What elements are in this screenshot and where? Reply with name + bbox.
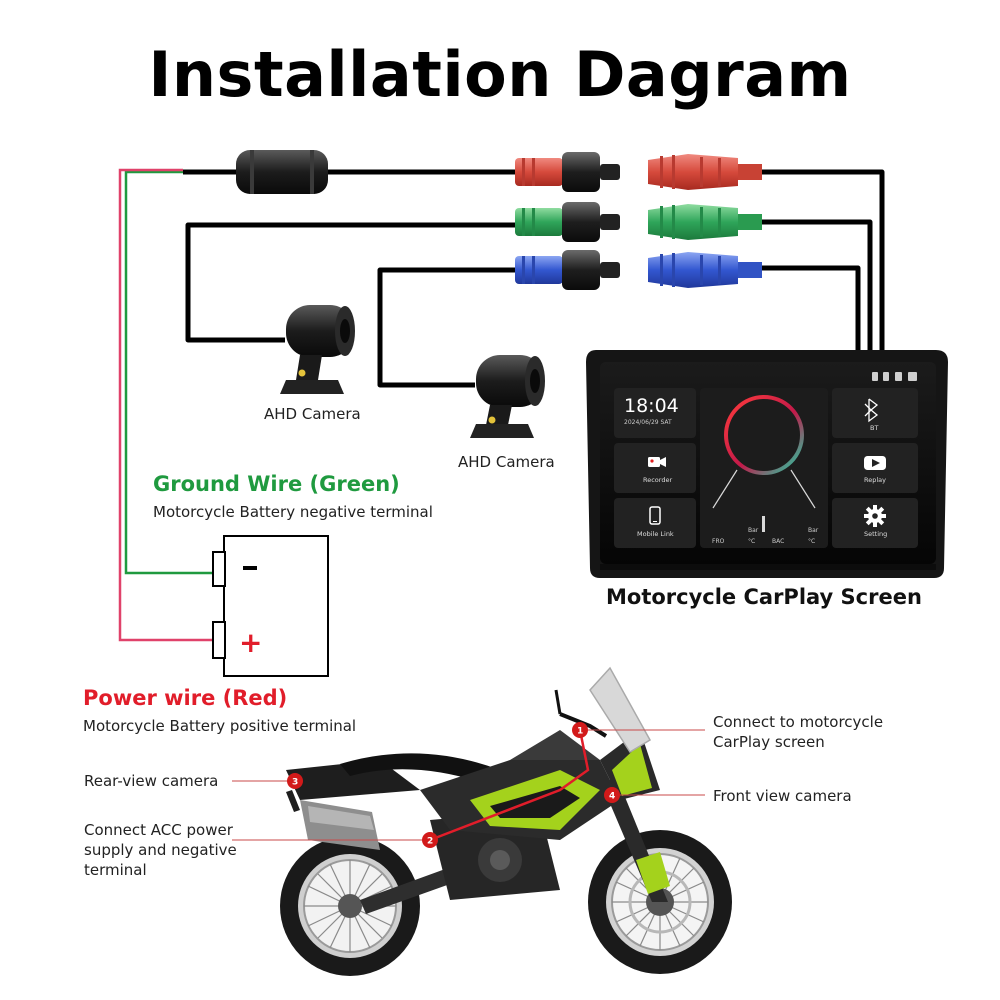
callout-2-text: Connect ACC power supply and negative te… (84, 821, 237, 879)
mobile-icon (649, 506, 661, 525)
ground-wire-desc: Motorcycle Battery negative terminal (153, 503, 433, 521)
tile-bt-label: BT (870, 424, 878, 432)
tile-replay-label: Replay (864, 476, 886, 484)
ahd-camera-right (470, 355, 545, 438)
ahd-camera-left (280, 305, 355, 394)
connector-green-female (515, 202, 620, 242)
gauge-c-right: °C (808, 538, 815, 545)
battery-wires (118, 168, 213, 642)
ahd-camera-right-label: AHD Camera (458, 453, 555, 471)
carplay-screen: 18:04 2024/06/29 SAT Recorder Mobile Lin… (586, 350, 948, 578)
callout-num-4: 4 (609, 792, 615, 802)
callout-marker-2: 2 (232, 832, 438, 848)
callout-num-2: 2 (427, 837, 433, 847)
power-wire-desc: Motorcycle Battery positive terminal (83, 717, 357, 735)
tile-mobile-link-label: Mobile Link (637, 530, 674, 538)
inline-module (236, 150, 328, 194)
tile-setting-label: Setting (864, 530, 887, 538)
gear-icon (864, 505, 886, 527)
screen-cable-red (760, 169, 885, 355)
recorder-icon (648, 457, 666, 467)
ground-wire-title: Ground Wire (Green) (153, 472, 400, 496)
gauge-bac: BAC (772, 538, 784, 545)
ground-wire (124, 170, 213, 575)
page-title: Installation Dagram (148, 38, 852, 111)
tile-recorder (614, 443, 696, 493)
screen-cable-blue (760, 265, 861, 355)
tile-gauge (700, 388, 828, 548)
replay-icon (864, 456, 886, 470)
battery: + (212, 535, 329, 677)
gauge-bar-left: Bar (748, 527, 759, 534)
connector-blue-male (648, 252, 762, 288)
tile-clock (614, 388, 696, 438)
gauge-c-left: °C (748, 538, 755, 545)
screen-cable-green (760, 219, 873, 355)
callout-num-1: 1 (577, 727, 583, 737)
tile-recorder-label: Recorder (643, 476, 672, 484)
gauge-bar-right: Bar (808, 527, 819, 534)
battery-minus-sign (243, 566, 257, 570)
power-wire-title: Power wire (Red) (83, 686, 288, 710)
connector-blue-female (515, 250, 620, 290)
gauge-fro: FRO (712, 538, 725, 545)
ahd-camera-left-label: AHD Camera (264, 405, 361, 423)
screen-caption: Motorcycle CarPlay Screen (606, 585, 922, 609)
right-camera-cable (377, 267, 560, 388)
gauge-ring (724, 395, 804, 475)
callout-3-text: Rear-view camera (84, 772, 219, 790)
callout-num-3: 3 (292, 778, 298, 788)
connector-red-female (515, 152, 620, 192)
bluetooth-icon (864, 398, 879, 423)
status-icons (872, 372, 917, 381)
battery-plus-sign: + (239, 626, 262, 659)
connector-green-male (648, 204, 762, 240)
motorcycle-illustration: 1 2 3 4 (232, 666, 732, 976)
screen-time: 18:04 (624, 395, 679, 417)
callout-4-text: Front view camera (713, 787, 852, 805)
callout-marker-3: 3 (232, 773, 303, 789)
callout-1-text: Connect to motorcycle CarPlay screen (713, 713, 884, 751)
screen-date: 2024/06/29 SAT (624, 419, 672, 426)
connector-red-male (648, 154, 762, 190)
left-camera-cable (185, 222, 560, 343)
callout-marker-4: 4 (604, 787, 705, 803)
power-wire (118, 168, 213, 642)
wiring (183, 169, 885, 388)
callout-marker-1: 1 (572, 722, 705, 738)
tile-mobile-link (614, 498, 696, 548)
